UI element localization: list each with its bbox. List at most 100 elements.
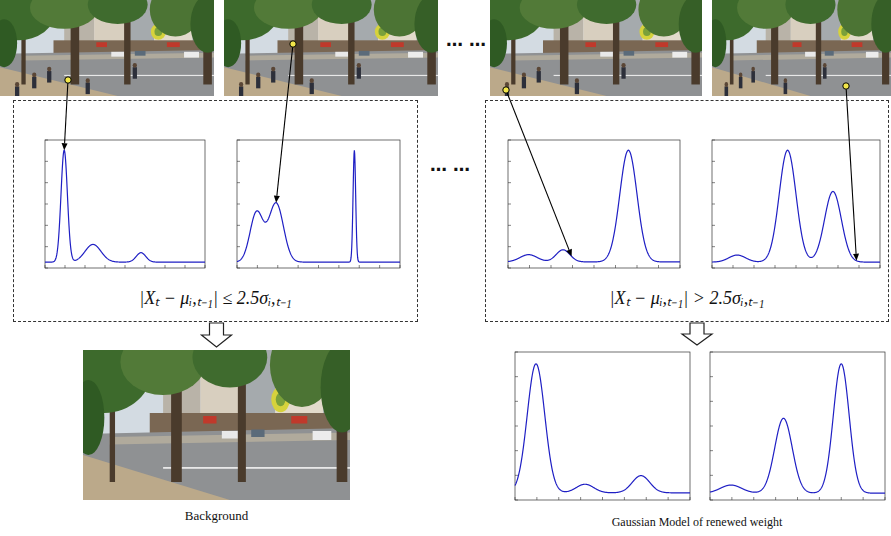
axis-tick <box>775 265 776 268</box>
axis-tick <box>712 265 713 268</box>
leader-head <box>853 254 859 261</box>
axis-tick <box>237 225 240 226</box>
photo-part <box>171 380 182 482</box>
photo-part <box>96 42 107 47</box>
street-photo <box>83 350 350 500</box>
axis-tick <box>602 497 603 500</box>
photo-part <box>184 52 199 58</box>
leader-head <box>566 249 572 257</box>
photo-part <box>271 67 275 72</box>
axis-tick <box>817 265 818 268</box>
photo-part <box>725 86 729 96</box>
photo-part <box>793 42 802 47</box>
axis-tick <box>712 268 715 269</box>
photo-part <box>64 75 214 76</box>
photo-part <box>111 52 124 57</box>
photo-part <box>785 0 835 24</box>
photo-part <box>655 42 668 47</box>
photo-part <box>871 0 891 53</box>
axis-tick <box>45 246 48 247</box>
photo-part <box>784 83 788 95</box>
ellipsis-mark: … … <box>430 155 470 175</box>
photo-part <box>613 19 619 84</box>
photo-part <box>271 71 275 83</box>
photo-part <box>310 83 314 95</box>
axis-tick <box>712 204 715 205</box>
photo-part <box>238 380 246 482</box>
photo-part <box>357 63 361 68</box>
photo-part <box>348 19 354 84</box>
density-plot <box>712 140 880 268</box>
axis-tick <box>237 204 240 205</box>
street-photo <box>0 0 214 96</box>
axis-tick <box>796 265 797 268</box>
photo-part <box>86 83 90 95</box>
density-plot <box>45 140 205 268</box>
photo-part <box>852 42 863 47</box>
axis-tick <box>710 426 713 427</box>
photo-part <box>816 19 821 84</box>
photo-part <box>312 0 372 24</box>
axis-tick <box>508 140 511 141</box>
axis-tick <box>819 497 820 500</box>
photo-part <box>359 51 370 56</box>
street-photo <box>224 0 438 96</box>
photo-part <box>224 50 438 96</box>
density-curve <box>508 150 680 262</box>
axis-tick <box>712 225 715 226</box>
street-photo <box>490 0 702 96</box>
photo-part <box>320 42 331 47</box>
axis-tick <box>205 265 206 268</box>
photo-part <box>600 52 613 57</box>
photo-part <box>537 71 541 83</box>
condition-formula: |Xₜ − μᵢ,ₜ₋₁| ≤ 2.5σᵢ,ₜ₋₁ <box>139 285 292 309</box>
photo-part <box>577 0 636 24</box>
axis-tick <box>572 265 573 268</box>
photo-part <box>32 72 36 77</box>
axis-tick <box>859 265 860 268</box>
dashed-group-box: |Xₜ − μᵢ,ₜ₋₁| ≤ 2.5σᵢ,ₜ₋₁ <box>13 100 418 322</box>
photo-part <box>239 82 243 87</box>
photo-part <box>522 72 526 77</box>
axis-tick <box>558 497 559 500</box>
axis-tick <box>594 265 595 268</box>
axis-tick <box>125 265 126 268</box>
photo-part <box>621 67 625 79</box>
axis-tick <box>515 426 518 427</box>
pixel-marker <box>65 77 71 83</box>
photo-part <box>357 67 361 79</box>
axis-tick <box>710 497 711 500</box>
photo-part <box>825 51 834 56</box>
axis-tick <box>515 475 518 476</box>
leader-line <box>62 77 72 150</box>
photo-part <box>408 52 423 58</box>
density-plot <box>237 140 400 268</box>
axis-tick <box>65 265 66 268</box>
plot-frame <box>515 352 690 500</box>
pixel-marker <box>843 83 849 89</box>
axis-tick <box>515 500 518 501</box>
axis-tick <box>710 376 713 377</box>
axis-tick <box>318 265 319 268</box>
axis-tick <box>690 497 691 500</box>
photo-part <box>192 350 267 388</box>
axis-tick <box>880 265 881 268</box>
axis-tick <box>754 265 755 268</box>
axis-tick <box>841 497 842 500</box>
axis-tick <box>775 497 776 500</box>
axis-tick <box>712 246 715 247</box>
axis-tick <box>624 497 625 500</box>
axis-tick <box>45 204 48 205</box>
axis-tick <box>536 497 537 500</box>
photo-part <box>321 350 350 433</box>
photo-part <box>239 86 243 96</box>
leader-line <box>843 83 859 261</box>
photo-part <box>251 430 264 438</box>
photo-part <box>21 53 214 61</box>
leader-stroke <box>506 90 569 250</box>
photo-part <box>575 78 579 83</box>
axis-tick <box>105 265 106 268</box>
axis-tick <box>515 401 518 402</box>
